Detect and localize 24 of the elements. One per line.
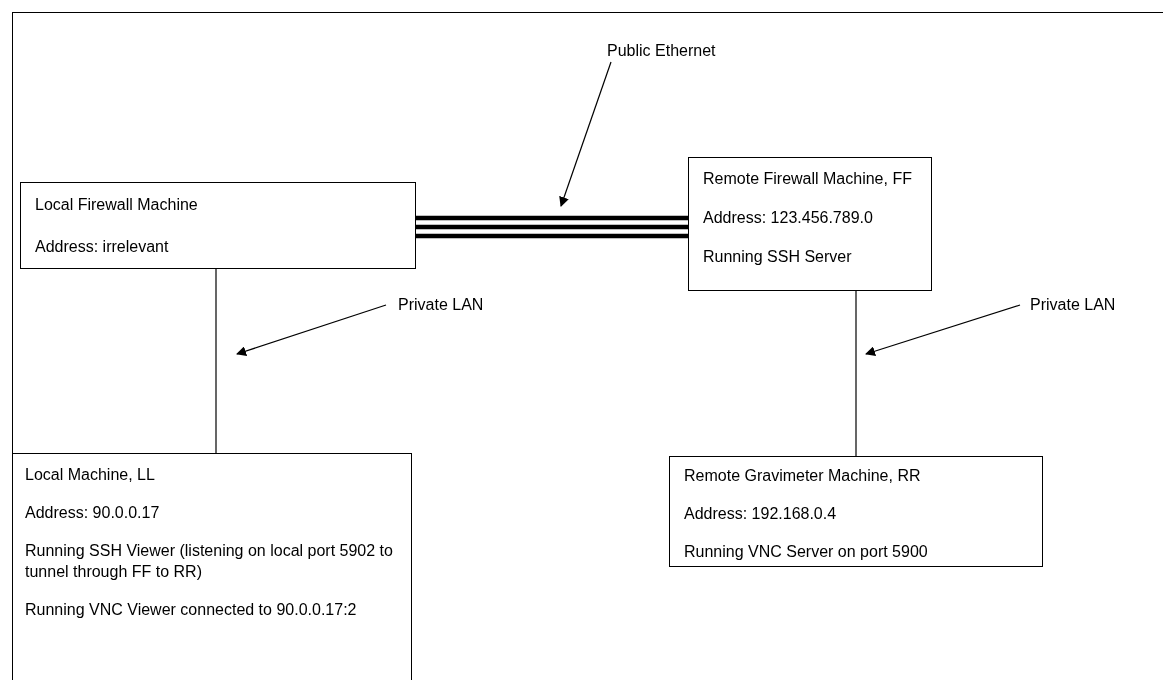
machine-box <box>669 456 1043 567</box>
leader-arrow <box>865 304 1021 357</box>
machine-detail: Address: 192.168.0.4 <box>684 504 838 524</box>
machine-title: Local Machine, LL <box>25 465 156 485</box>
machine-detail: Running SSH Server <box>703 247 853 267</box>
machine-box <box>20 182 416 269</box>
connector-line <box>215 268 217 454</box>
machine-detail: Running VNC Viewer connected to 90.0.0.17:2 <box>25 600 358 620</box>
machine-detail: Running VNC Server on port 5900 <box>684 542 929 562</box>
machine-detail: Address: 123.456.789.0 <box>703 208 874 228</box>
machine-title: Local Firewall Machine <box>35 195 199 215</box>
network-label: Private LAN <box>398 294 484 315</box>
machine-detail: Running SSH Viewer (listening on local port 5902 to tunnel through FF to RR) <box>25 541 394 582</box>
machine-box <box>688 157 932 291</box>
network-label: Public Ethernet <box>607 40 716 61</box>
connector-line <box>855 290 857 457</box>
leader-arrow <box>559 61 612 207</box>
machine-box <box>12 453 412 680</box>
machine-title: Remote Gravimeter Machine, RR <box>684 466 922 486</box>
network-label: Private LAN <box>1030 294 1116 315</box>
leader-arrow <box>236 304 387 356</box>
machine-detail: Address: 90.0.0.17 <box>25 503 161 523</box>
machine-detail: Address: irrelevant <box>35 237 170 257</box>
machine-title: Remote Firewall Machine, FF <box>703 169 913 189</box>
